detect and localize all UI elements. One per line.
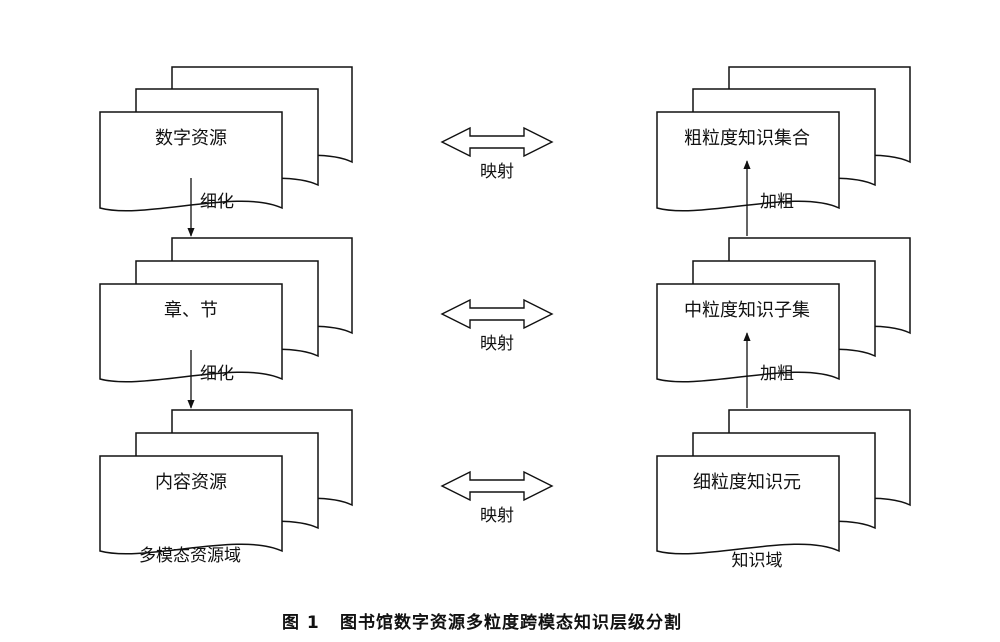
left-domain-title: 多模态资源域 [139,546,241,566]
right-doc-stack-coarse: 粗粒度知识集合 [656,66,911,212]
doc-label-chapters: 章、节 [164,300,218,321]
refine-label-2: 细化 [200,364,234,384]
doc-label-medium-knowledge-subset: 中粒度知识子集 [684,300,810,321]
doc-label-digital-resources: 数字资源 [155,128,227,149]
mapping-arrow-3: 映射 [440,470,554,526]
left-doc-stack-content-resources: 内容资源 [99,409,353,555]
coarsen-label-1: 加粗 [760,192,794,212]
doc-label-coarse-knowledge-set: 粗粒度知识集合 [684,128,810,149]
right-doc-stack-fine: 细粒度知识元 [656,409,911,555]
figure-number: 图 1 [282,613,320,633]
mapping-arrow-2: 映射 [440,298,554,354]
mapping-label-2: 映射 [480,334,514,354]
doc-label-content-resources: 内容资源 [155,472,227,493]
mapping-label-1: 映射 [480,162,514,182]
right-domain-title: 知识域 [732,551,783,571]
doc-label-fine-knowledge-element: 细粒度知识元 [693,472,801,493]
mapping-arrow-1: 映射 [440,126,554,182]
right-doc-stack-medium: 中粒度知识子集 [656,237,911,383]
refine-label-1: 细化 [200,192,234,212]
left-doc-stack-digital-resources: 数字资源 [99,66,353,212]
figure-caption: 图书馆数字资源多粒度跨模态知识层级分割 [340,612,682,633]
mapping-label-3: 映射 [480,506,514,526]
coarsen-label-2: 加粗 [760,364,794,384]
left-doc-stack-chapters: 章、节 [99,237,353,383]
